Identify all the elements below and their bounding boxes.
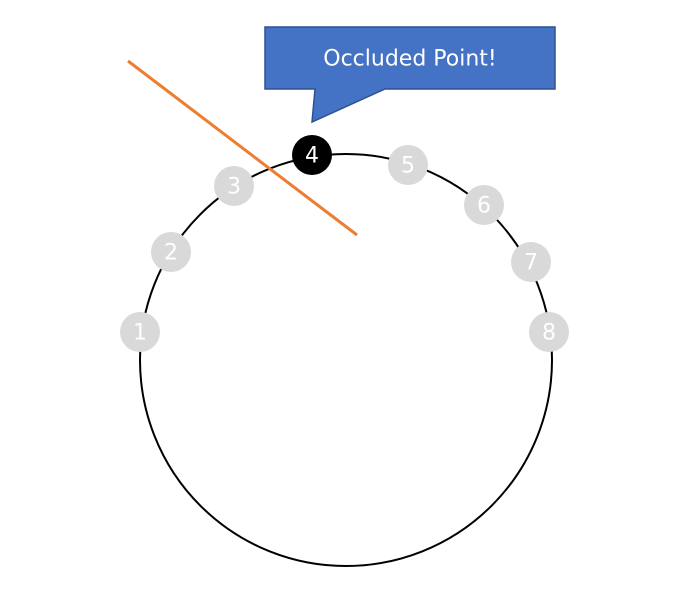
callout-shape [264,26,556,124]
point-5-label: 5 [401,154,415,179]
point-3-label: 3 [227,175,241,200]
point-6-marker [464,185,504,225]
point-7-marker [511,242,551,282]
point-4: 4 [292,135,332,175]
point-5: 5 [388,145,428,185]
callout: Occluded Point! [264,26,556,124]
point-8-label: 8 [542,321,556,346]
point-7-label: 7 [524,251,538,276]
points-layer: 1 2 3 4 5 6 7 8 [120,135,569,352]
point-6: 6 [464,185,504,225]
point-2-marker [151,232,191,272]
point-3-marker [214,166,254,206]
callout-text: Occluded Point! [323,47,496,72]
occluding-line [127,59,358,237]
point-8-marker [529,312,569,352]
point-5-marker [388,145,428,185]
point-1-marker [120,312,160,352]
point-6-label: 6 [477,194,491,219]
ring-circle [139,153,553,567]
point-2-label: 2 [164,241,178,266]
point-2: 2 [151,232,191,272]
point-4-label: 4 [305,144,319,169]
point-7: 7 [511,242,551,282]
point-8: 8 [529,312,569,352]
point-1: 1 [120,312,160,352]
point-1-label: 1 [133,321,147,346]
point-3: 3 [214,166,254,206]
point-4-marker [292,135,332,175]
